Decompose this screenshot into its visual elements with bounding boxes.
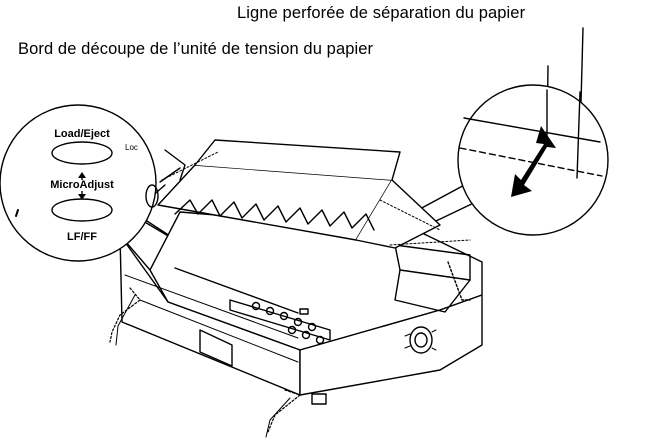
zoom-circle-control-panel (0, 104, 159, 262)
printer-body (119, 211, 483, 396)
control-panel-text: Load/Eject MicroAdjust LF/FF Loc (50, 128, 138, 243)
zoom-circle-paper-edge (457, 84, 609, 236)
platen-knob (409, 326, 433, 354)
paper-sheet (149, 139, 471, 249)
adjust-arrows-icon (511, 126, 556, 197)
perforation-line-label: Ligne perforée de séparation du papier (237, 4, 526, 22)
fanfold-paper (109, 287, 141, 343)
lf-ff-label: LF/FF (67, 231, 97, 243)
load-eject-label: Load/Eject (54, 128, 110, 140)
power-switch (311, 393, 327, 405)
fanfold-paper (267, 389, 301, 433)
cut-edge-label: Bord de découpe de l’unité de tension du… (18, 40, 374, 58)
down-arrow-icon (78, 194, 86, 200)
load-eject-button (51, 141, 113, 165)
cut-edge-line (463, 117, 601, 143)
up-arrow-icon (78, 172, 86, 178)
perforation-line (459, 147, 603, 177)
micro-adjust-label: MicroAdjust (50, 179, 114, 191)
partial-lock-label: Loc (125, 143, 138, 152)
